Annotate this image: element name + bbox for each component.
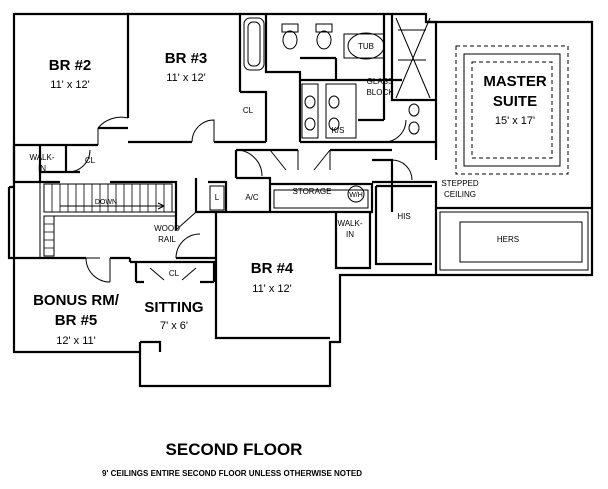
wood-rail-label-2: RAIL bbox=[158, 235, 176, 244]
bonus-size: 12' x 11' bbox=[56, 335, 95, 347]
fixture-labels: TUB GLASS BLOCK K/S CL CL CL WALK- IN WA… bbox=[29, 42, 519, 278]
bonus-name-line1: BONUS RM/ bbox=[33, 292, 120, 309]
master-size: 15' x 17' bbox=[495, 115, 535, 127]
linen-label: L bbox=[215, 193, 220, 202]
wood-rail-label-1: WOOD bbox=[154, 224, 180, 233]
cl-walkin-label: CL bbox=[85, 156, 96, 165]
walkin-master-label-1: WALK- bbox=[337, 219, 362, 228]
cl-br3-label: CL bbox=[243, 106, 254, 115]
room-br2: BR #2 11' x 12' bbox=[49, 57, 92, 91]
exterior-walls bbox=[7, 12, 594, 388]
br2-name: BR #2 bbox=[49, 57, 92, 74]
tub-label: TUB bbox=[358, 42, 374, 51]
glass-block-label-1: GLASS bbox=[367, 77, 394, 86]
walkin-label-2: IN bbox=[38, 164, 46, 173]
sitting-size: 7' x 6' bbox=[160, 320, 188, 332]
room-bonus: BONUS RM/ BR #5 12' x 11' bbox=[33, 292, 120, 347]
bonus-name-line2: BR #5 bbox=[55, 312, 98, 329]
wh-label: W/H bbox=[349, 192, 363, 199]
ceiling-footnote: 9' CEILINGS ENTIRE SECOND FLOOR UNLESS O… bbox=[102, 469, 362, 478]
staircase bbox=[43, 183, 197, 257]
sitting-name: SITTING bbox=[144, 299, 203, 316]
interior-walls bbox=[12, 14, 592, 352]
master-name-line2: SUITE bbox=[493, 93, 537, 110]
bath-fixtures bbox=[209, 17, 431, 211]
ac-label: A/C bbox=[245, 193, 259, 202]
hers-closet-label: HERS bbox=[497, 235, 519, 244]
stair-down-label: DOWN bbox=[95, 199, 117, 206]
stepped-ceiling-label-2: CEILING bbox=[444, 190, 476, 199]
floor-title: SECOND FLOOR bbox=[166, 440, 303, 459]
br3-size: 11' x 12' bbox=[166, 72, 205, 84]
room-master-suite: MASTER SUITE 15' x 17' bbox=[483, 73, 547, 127]
storage-label: STORAGE bbox=[293, 187, 332, 196]
room-br4: BR #4 11' x 12' bbox=[251, 260, 294, 295]
br3-name: BR #3 bbox=[165, 50, 208, 67]
cl-sitting-label: CL bbox=[169, 269, 180, 278]
glass-block-label-2: BLOCK bbox=[366, 88, 394, 97]
door-swings bbox=[67, 116, 413, 283]
room-sitting: SITTING 7' x 6' bbox=[144, 299, 203, 332]
his-closet-label: HIS bbox=[397, 212, 410, 221]
br4-name: BR #4 bbox=[251, 260, 294, 277]
ks-label: K/S bbox=[332, 126, 345, 135]
walkin-label-1: WALK- bbox=[29, 153, 54, 162]
stepped-ceiling-label-1: STEPPED bbox=[441, 179, 479, 188]
room-br3: BR #3 11' x 12' bbox=[165, 50, 208, 84]
master-name-line1: MASTER bbox=[483, 73, 547, 90]
walkin-master-label-2: IN bbox=[346, 230, 354, 239]
br2-size: 11' x 12' bbox=[50, 79, 89, 91]
br4-size: 11' x 12' bbox=[252, 283, 291, 295]
stepped-ceiling-outline bbox=[455, 45, 569, 175]
